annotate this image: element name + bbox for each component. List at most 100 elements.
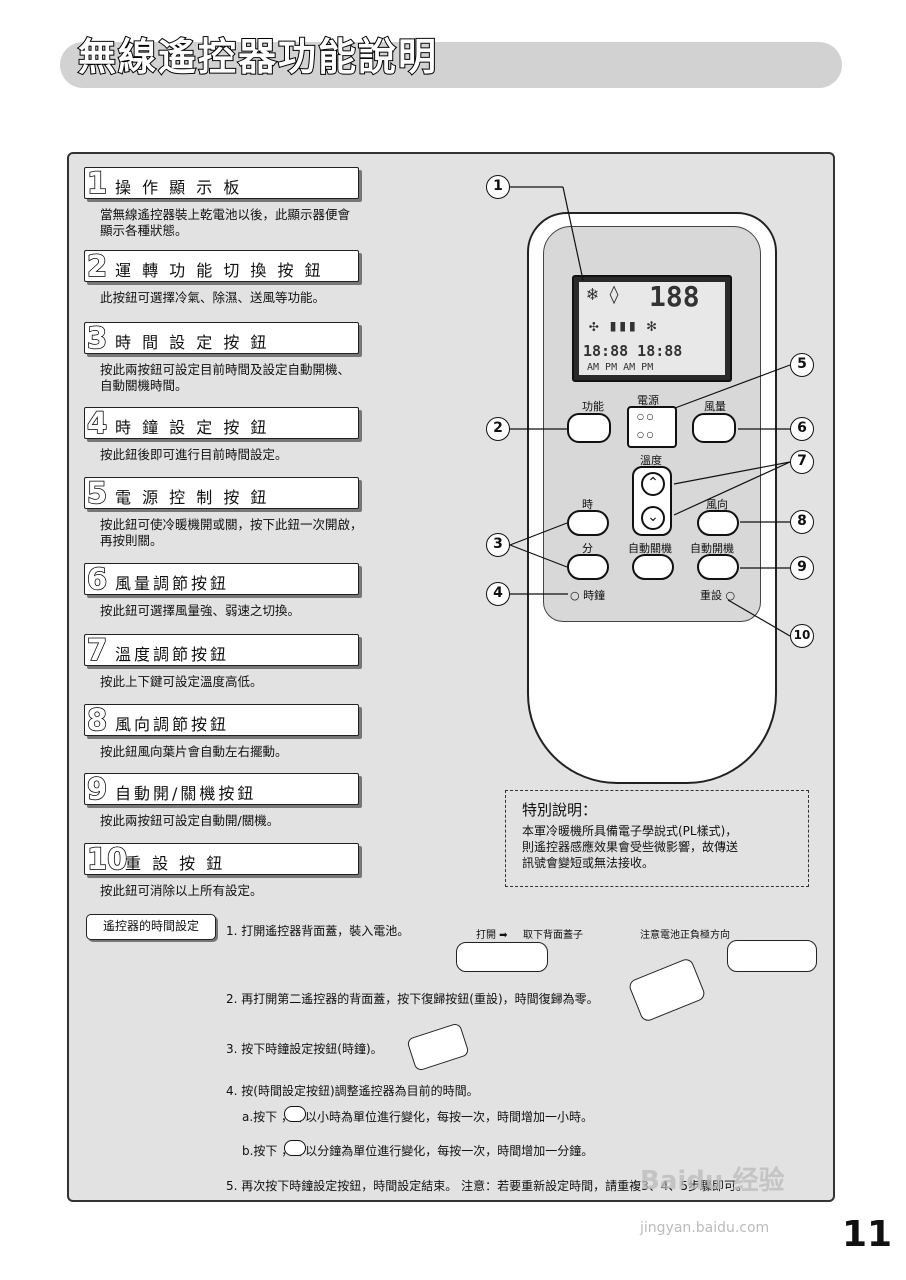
- temperature-label: 溫度: [640, 454, 662, 467]
- item-title: 風向調節按鈕: [115, 715, 230, 734]
- page-number: 11: [842, 1214, 893, 1255]
- remote-back-sketch: [456, 942, 548, 972]
- step-2: 2. 再打開第二遙控器的背面蓋，按下復歸按鈕(重設)，時間復歸為零。: [226, 992, 599, 1006]
- callout-3: 3: [486, 533, 510, 557]
- step-5: 5. 再次按下時鐘設定按鈕，時間設定結束。 注意：若要重新設定時間，請重複3、4…: [226, 1179, 748, 1193]
- title-banner: [60, 42, 842, 88]
- item-title: 電 源 控 制 按 鈕: [115, 488, 270, 507]
- item-number: 6: [86, 561, 108, 597]
- clock-button[interactable]: ○ 時鐘: [570, 589, 606, 602]
- item-1: 1 操 作 顯 示 板 當無線遙控器裝上乾電池以後，此顯示器便會 顯示各種狀態。: [84, 165, 364, 239]
- item-title: 重 設 按 鈕: [125, 854, 226, 873]
- temp-up-button[interactable]: ⌃: [641, 472, 665, 496]
- function-label: 功能: [582, 400, 604, 413]
- item-description: 按此鈕可選擇風量強、弱速之切換。: [100, 603, 301, 618]
- callout-5: 5: [790, 353, 814, 377]
- minute-button[interactable]: [567, 554, 609, 580]
- function-button[interactable]: [567, 413, 611, 443]
- step-1: 1. 打開遙控器背面蓋，裝入電池。: [226, 924, 410, 938]
- item-title: 自動開/關機按鈕: [115, 784, 257, 803]
- callout-4: 4: [486, 582, 510, 606]
- item-header: 9 自動開/關機按鈕: [84, 771, 359, 807]
- fan-icons: ✣ ▮▮▮ ✻: [589, 316, 657, 335]
- step-4b: b.按下 ，即以分鐘為單位進行變化，每按一次，時間增加一分鐘。: [242, 1144, 594, 1158]
- item-header: 4 時 鐘 設 定 按 鈕: [84, 405, 359, 441]
- page-title: 無線遙控器功能說明: [77, 34, 439, 80]
- item-10: 10 重 設 按 鈕 按此鈕可消除以上所有設定。: [84, 841, 364, 899]
- item-header: 1 操 作 顯 示 板: [84, 165, 359, 201]
- item-description: 按此兩按鈕可設定自動開/關機。: [100, 813, 280, 828]
- item-title: 時 間 設 定 按 鈕: [115, 333, 270, 352]
- item-description: 按此鈕可消除以上所有設定。: [100, 883, 263, 898]
- power-label: 電源: [637, 394, 659, 407]
- item-8: 8 風向調節按鈕 按此鈕風向葉片會自動左右擺動。: [84, 702, 364, 760]
- item-title: 操 作 顯 示 板: [115, 178, 243, 197]
- item-6: 6 風量調節按鈕 按此鈕可選擇風量強、弱速之切換。: [84, 561, 364, 619]
- time-setting-label: 遙控器的時間設定: [86, 914, 216, 940]
- swing-button[interactable]: [697, 510, 739, 536]
- fan-speed-button[interactable]: [692, 413, 736, 443]
- item-header: 3 時 間 設 定 按 鈕: [84, 320, 359, 356]
- lcd-temperature: 188: [649, 280, 700, 313]
- item-description: 按此鈕後即可進行目前時間設定。: [100, 447, 288, 462]
- callout-7: 7: [790, 450, 814, 474]
- item-title: 時 鐘 設 定 按 鈕: [115, 418, 270, 437]
- hour-button-icon: [284, 1106, 306, 1122]
- callout-1: 1: [486, 175, 510, 199]
- item-4: 4 時 鐘 設 定 按 鈕 按此鈕後即可進行目前時間設定。: [84, 405, 364, 463]
- callout-8: 8: [790, 510, 814, 534]
- swing-label: 風向: [706, 498, 728, 511]
- item-number: 3: [86, 320, 108, 356]
- item-header: 2 運 轉 功 能 切 換 按 鈕: [84, 248, 359, 284]
- step-1-hint-open: 打開 ➡: [476, 930, 508, 941]
- item-header: 6 風量調節按鈕: [84, 561, 359, 597]
- item-header: 5 電 源 控 制 按 鈕: [84, 475, 359, 511]
- hour-button[interactable]: [567, 510, 609, 536]
- callout-6: 6: [790, 417, 814, 441]
- auto-off-button[interactable]: [632, 554, 674, 580]
- step-4: 4. 按(時間設定按鈕)調整遙控器為目前的時間。: [226, 1084, 479, 1098]
- power-button[interactable]: ○ ○ ○ ○: [627, 406, 677, 448]
- callout-10: 10: [790, 624, 814, 648]
- watermark-url: jingyan.baidu.com: [640, 1220, 770, 1236]
- reset-label: 重設: [700, 589, 722, 602]
- callout-2: 2: [486, 417, 510, 441]
- note-title: 特別說明：: [522, 801, 598, 819]
- watermark-logo: Baidu 经验: [640, 1166, 785, 1196]
- item-number: 8: [86, 702, 108, 738]
- item-2: 2 運 轉 功 能 切 換 按 鈕 此按鈕可選擇冷氣、除濕、送風等功能。: [84, 248, 364, 306]
- lcd-time: 18:88 18:88: [583, 342, 683, 360]
- reset-button[interactable]: 重設 ○: [700, 589, 736, 602]
- mode-icons: ❄ ◊: [587, 284, 620, 305]
- item-number: 9: [86, 771, 108, 807]
- item-title: 風量調節按鈕: [115, 574, 230, 593]
- item-title: 溫度調節按鈕: [115, 645, 230, 664]
- item-number: 10: [86, 841, 128, 877]
- auto-off-label: 自動關機: [628, 542, 672, 555]
- item-description: 按此兩按鈕可設定目前時間及設定自動開機、 自動關機時間。: [100, 362, 351, 393]
- item-9: 9 自動開/關機按鈕 按此兩按鈕可設定自動開/關機。: [84, 771, 364, 829]
- item-description: 按此鈕風向葉片會自動左右擺動。: [100, 744, 288, 759]
- item-number: 4: [86, 405, 108, 441]
- temp-down-button[interactable]: ⌄: [641, 506, 665, 530]
- lcd-display: ❄ ◊ 188 ✣ ▮▮▮ ✻ 18:88 18:88 AM PM AM PM: [579, 280, 725, 375]
- item-description: 按此鈕可使冷暖機開或關，按下此鈕一次開啟， 再按則關。: [100, 517, 363, 548]
- note-body: 本軍冷暖機所具備電子學說式(PL樣式)， 則遙控器感應效果會受些微影響，故傳送 …: [522, 824, 739, 870]
- minute-label: 分: [582, 542, 593, 555]
- step-4a: a.按下 ，即以小時為單位進行變化，每按一次，時間增加一小時。: [242, 1110, 593, 1124]
- item-7: 7 溫度調節按鈕 按此上下鍵可設定溫度高低。: [84, 632, 364, 690]
- item-description: 當無線遙控器裝上乾電池以後，此顯示器便會 顯示各種狀態。: [100, 207, 351, 238]
- item-header: 8 風向調節按鈕: [84, 702, 359, 738]
- item-description: 此按鈕可選擇冷氣、除濕、送風等功能。: [100, 290, 326, 305]
- item-3: 3 時 間 設 定 按 鈕 按此兩按鈕可設定目前時間及設定自動開機、 自動關機時…: [84, 320, 364, 394]
- step-1-hint-remove: 取下背面蓋子: [523, 930, 583, 941]
- item-header: 10 重 設 按 鈕: [84, 841, 359, 877]
- auto-on-button[interactable]: [697, 554, 739, 580]
- item-number: 5: [86, 475, 108, 511]
- hour-label: 時: [582, 498, 593, 511]
- item-description: 按此上下鍵可設定溫度高低。: [100, 674, 263, 689]
- item-number: 7: [86, 632, 108, 668]
- item-number: 1: [86, 165, 108, 201]
- item-number: 2: [86, 248, 108, 284]
